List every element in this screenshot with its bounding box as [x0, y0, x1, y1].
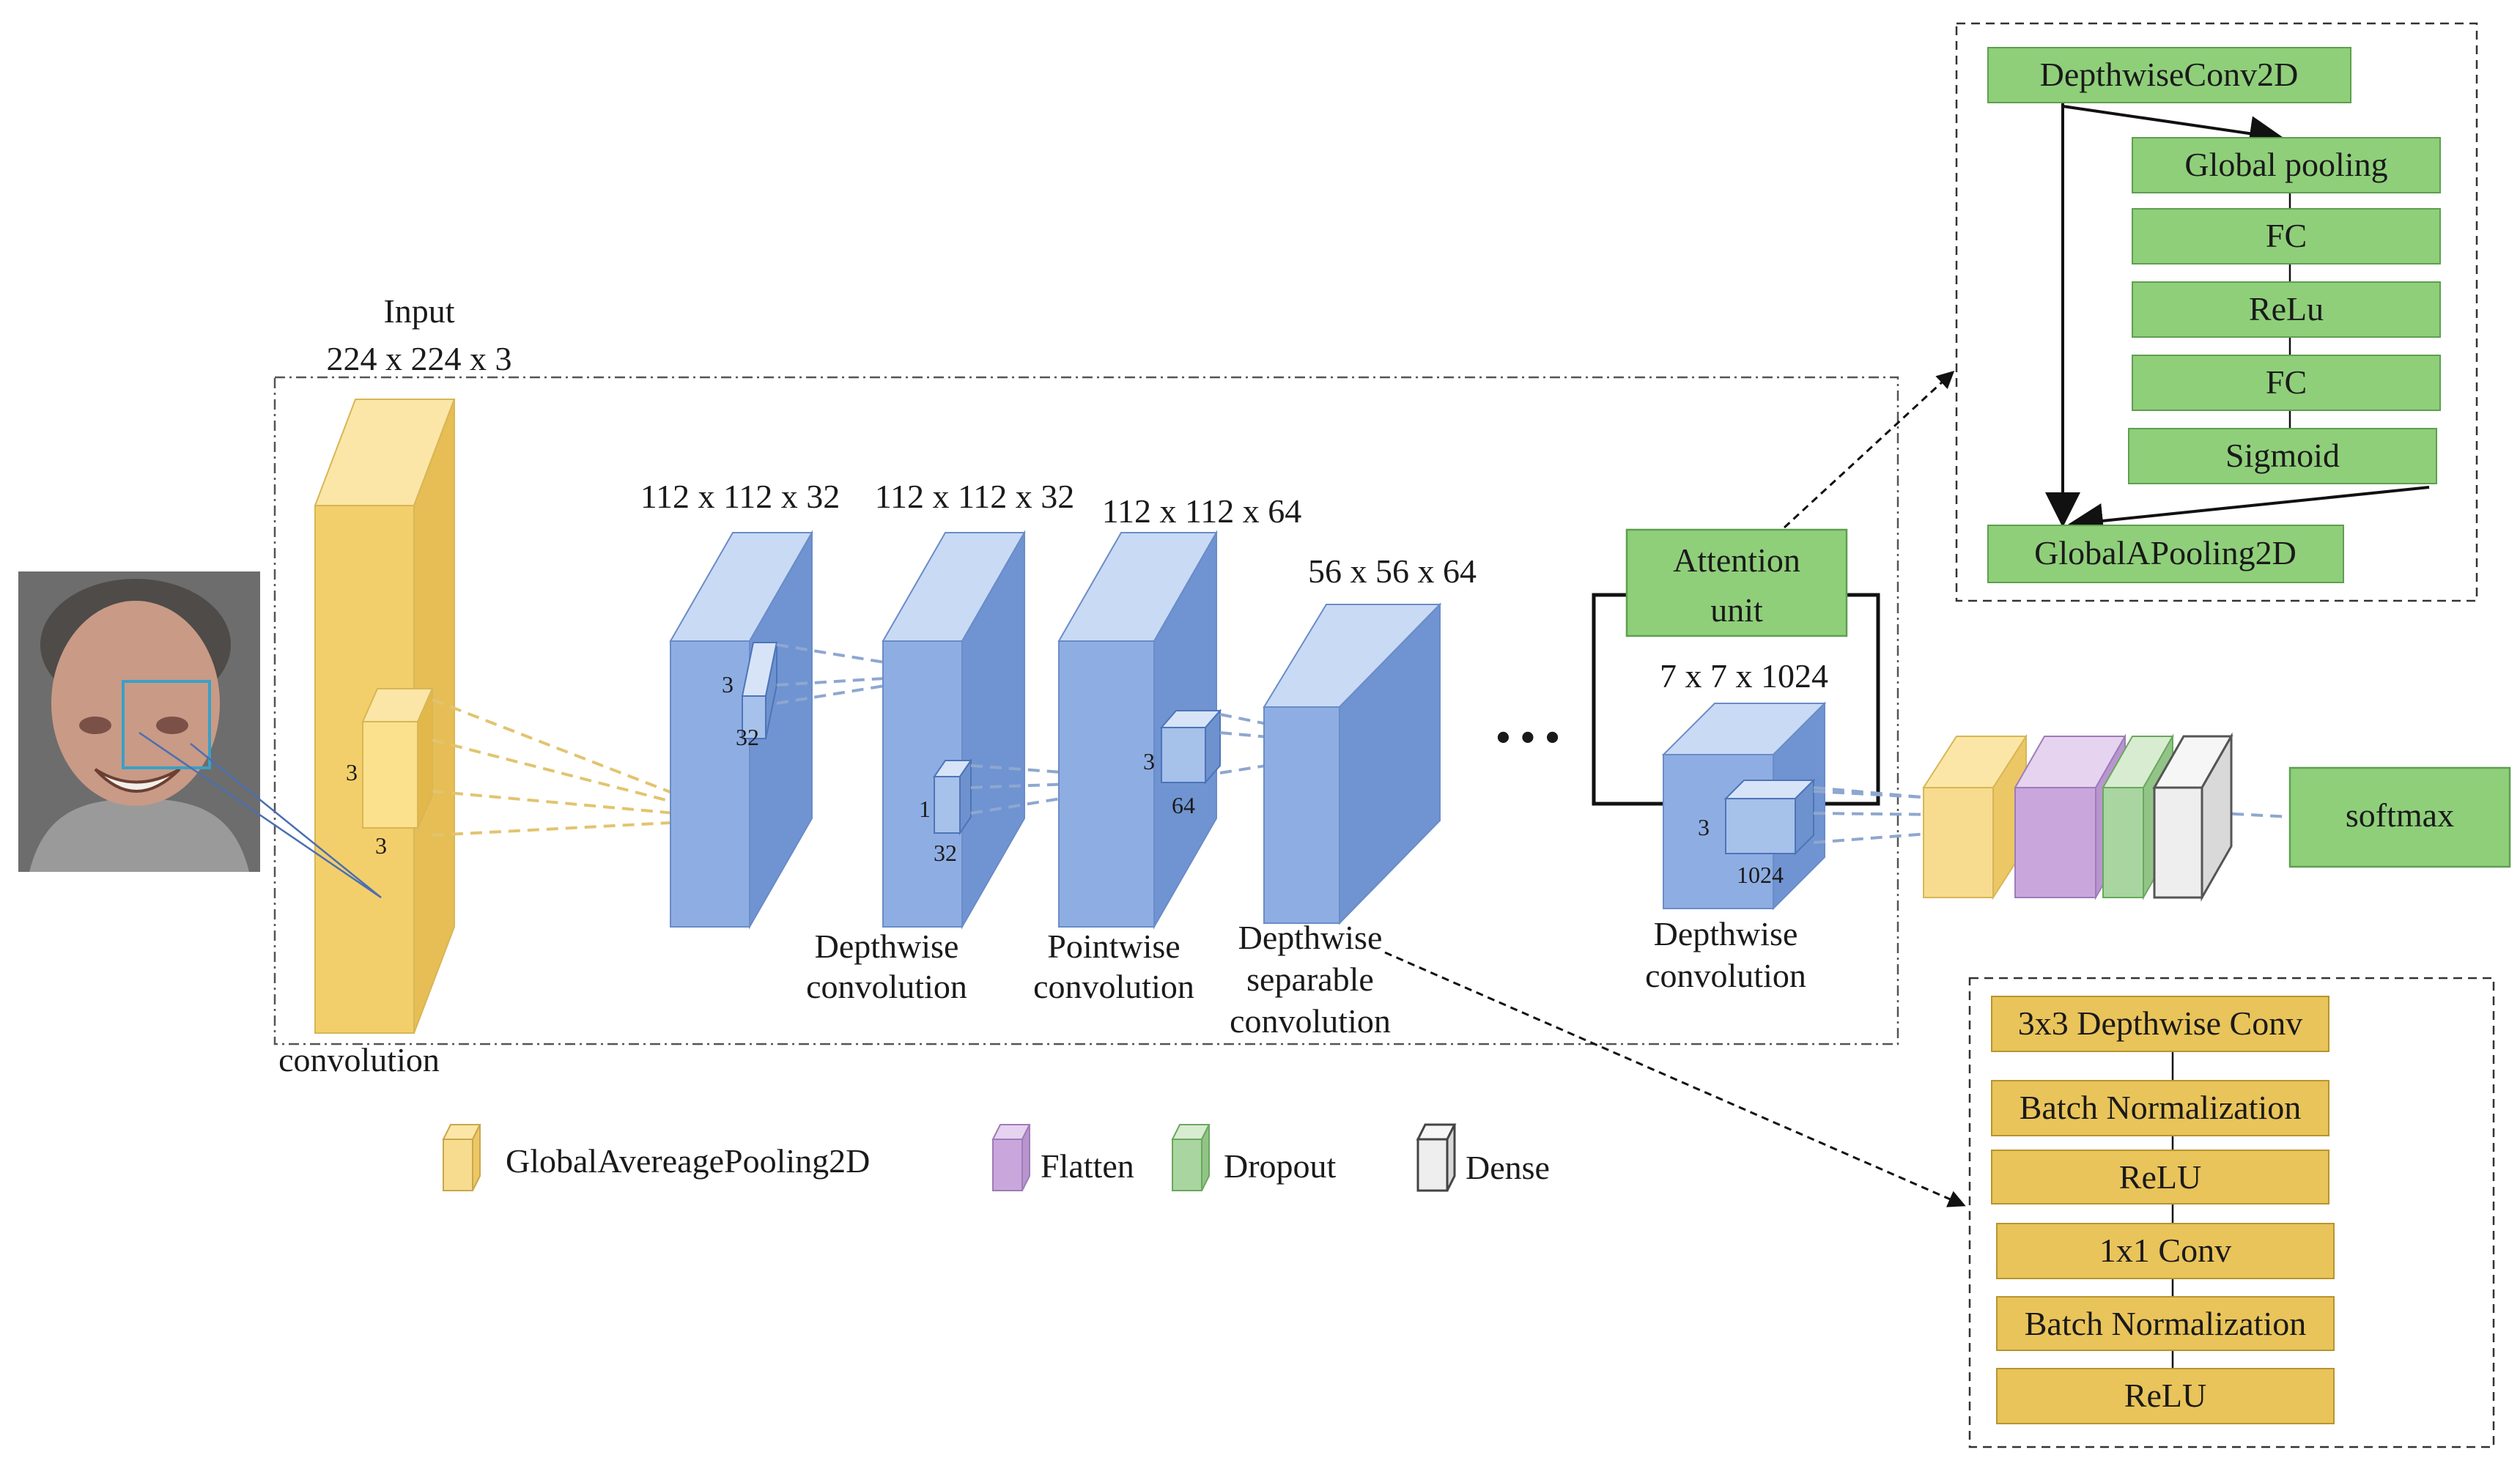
attention-detail-panel: [1955, 22, 2478, 602]
separable-detail-panel: [1968, 977, 2495, 1448]
block3-caption-line1: Pointwise: [1047, 928, 1180, 965]
block1-dims: 112 x 112 x 32: [640, 478, 840, 515]
network-container: [273, 376, 1899, 1046]
attention-detail-arrow: [1783, 370, 1955, 529]
attention-return-arrow: [2068, 486, 2430, 539]
separable-step-label: 1x1 Conv: [2099, 1232, 2231, 1269]
legend-dropout-swatch: [1171, 1124, 1211, 1191]
separable-step-box: [1996, 1223, 2335, 1279]
legend-dense-label: Dense: [1466, 1149, 1550, 1186]
last-block-channel-label: 1024: [1737, 862, 1784, 888]
legend-dropout-label: Dropout: [1224, 1147, 1337, 1185]
face-projection-line: [138, 731, 382, 899]
conv-slab: [314, 399, 456, 1034]
block3-dims: 112 x 112 x 64: [1102, 492, 1302, 530]
legend-gap-swatch: [442, 1124, 481, 1191]
attention-unit-box: [1625, 528, 1848, 637]
block4-caption-line3: convolution: [1230, 1002, 1391, 1040]
separable-detail-arrow: [1384, 951, 1966, 1207]
separable-step-label: Batch Normalization: [2025, 1305, 2307, 1342]
last-block-caption-line2: convolution: [1645, 957, 1806, 994]
input-dims: 224 x 224 x 3: [327, 340, 512, 377]
face-projection-line: [190, 743, 382, 898]
block1-cube: [669, 530, 813, 930]
legend-gap-label: GlobalAvereagePooling2D: [506, 1142, 870, 1180]
legend-flatten-label: Flatten: [1041, 1147, 1134, 1185]
last-block-kernel-label: 3: [1698, 814, 1710, 840]
attention-step-label: Sigmoid: [2225, 437, 2340, 474]
block4-cube: [1263, 602, 1442, 925]
kernel-width-label: 3: [375, 832, 387, 859]
block3-channel-label: 64: [1172, 792, 1195, 818]
block4-caption-line2: separable: [1246, 961, 1374, 998]
block3-caption-line2: convolution: [1033, 968, 1194, 1005]
block3-cube: [1057, 530, 1222, 930]
dense-layer: [2152, 732, 2233, 902]
attention-step-box: [2132, 355, 2441, 411]
block1-projection-lines: [776, 643, 957, 705]
separable-step-box: [1991, 996, 2329, 1052]
attention-step-box: [1987, 47, 2351, 103]
block4-caption-line1: Depthwise: [1238, 919, 1383, 956]
block2-cube: [882, 530, 1026, 930]
input-title: Input: [383, 292, 454, 330]
legend-dense-swatch: [1416, 1123, 1457, 1192]
attention-step-label: FC: [2266, 363, 2307, 401]
block2-dims: 112 x 112 x 32: [875, 478, 1075, 515]
attention-step-label: Global pooling: [2184, 146, 2387, 183]
separable-step-box: [1996, 1296, 2335, 1351]
last-block-caption-line1: Depthwise: [1654, 915, 1798, 952]
attention-step-box: [2128, 428, 2437, 484]
attention-step-label: ReLu: [2249, 290, 2324, 328]
softmax-box: [2288, 766, 2511, 868]
attention-step-box: [1987, 525, 2344, 583]
kernel-height-label: 3: [346, 759, 358, 785]
block2-caption-line1: Depthwise: [815, 928, 959, 965]
separable-step-box: [1996, 1368, 2335, 1424]
attention-unit-line1: Attention: [1673, 541, 1800, 579]
attention-unit-line2: unit: [1710, 591, 1763, 629]
input-face-photo: [18, 571, 260, 872]
attention-step-box: [2132, 281, 2441, 338]
attention-step-label: DepthwiseConv2D: [2040, 56, 2299, 93]
separable-step-box: [1991, 1150, 2329, 1204]
separable-step-box: [1991, 1080, 2329, 1136]
block2-channel-label: 32: [934, 840, 957, 866]
block2-caption-line2: convolution: [806, 968, 967, 1005]
ellipsis: • • •: [1496, 715, 1560, 761]
separable-step-label: ReLU: [2119, 1158, 2201, 1196]
attention-step-box: [2132, 137, 2441, 193]
legend: GlobalAvereagePooling2D Flatten Dropout …: [442, 1123, 1550, 1192]
attention-step-label: GlobalAPooling2D: [2034, 534, 2297, 571]
separable-step-label: 3x3 Depthwise Conv: [2018, 1004, 2302, 1042]
block1-channel-label: 32: [736, 724, 759, 750]
block4-dims: 56 x 56 x 64: [1308, 552, 1477, 590]
separable-step-label: ReLU: [2124, 1377, 2206, 1414]
block1-kernel-label: 3: [722, 671, 734, 697]
attention-step-label: FC: [2266, 217, 2307, 254]
legend-flatten-swatch: [991, 1124, 1031, 1191]
last-block-dims: 7 x 7 x 1024: [1660, 657, 1828, 695]
input-conv-label: convolution: [278, 1041, 440, 1078]
softmax-label: softmax: [2346, 796, 2454, 834]
last-block-cube: [1661, 701, 1827, 911]
attention-step-box: [2132, 208, 2441, 264]
attention-loop: [1592, 593, 1880, 806]
separable-step-label: Batch Normalization: [2020, 1089, 2302, 1126]
gap-layer: [1922, 733, 2028, 900]
block2-kernel-label: 1: [919, 796, 931, 822]
block3-kernel-label: 3: [1143, 748, 1155, 774]
attention-branch-arrow: [2062, 105, 2285, 151]
